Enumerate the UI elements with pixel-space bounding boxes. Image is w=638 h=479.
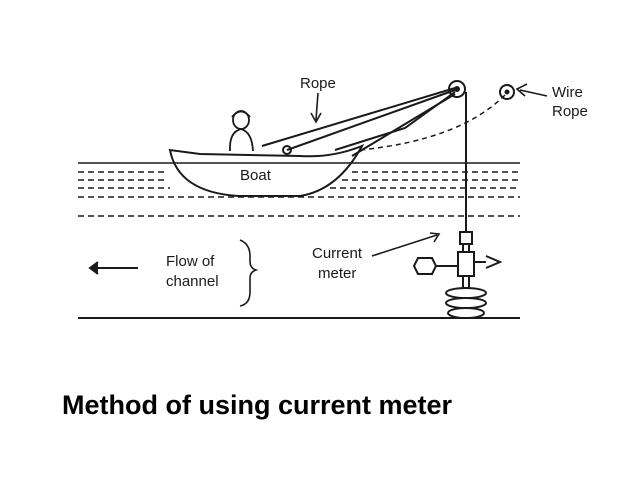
current-meter	[412, 231, 503, 319]
pulley	[448, 80, 466, 98]
label-pointers	[310, 83, 548, 257]
flow-label-line1: Flow of	[166, 253, 215, 270]
wire-label: Wire	[552, 84, 583, 101]
wire-rope-dashed	[359, 94, 506, 151]
boat: Boat	[168, 144, 365, 197]
boat-label: Boat	[240, 167, 272, 184]
flow-arrow	[88, 261, 138, 275]
rope-label: Rope	[300, 75, 336, 92]
meter-label-line1: Current	[312, 245, 363, 262]
water-lines	[78, 162, 520, 217]
person-figure	[229, 110, 254, 152]
diagram-caption: Method of using current meter	[62, 390, 453, 420]
meter-label-line2: meter	[318, 265, 356, 282]
boom-and-rope	[261, 87, 456, 157]
flow-label-line2: channel	[166, 273, 219, 290]
flow-brace	[239, 239, 259, 307]
wire-rope-label: Rope	[552, 103, 588, 120]
wire-rope-reel	[499, 84, 515, 100]
